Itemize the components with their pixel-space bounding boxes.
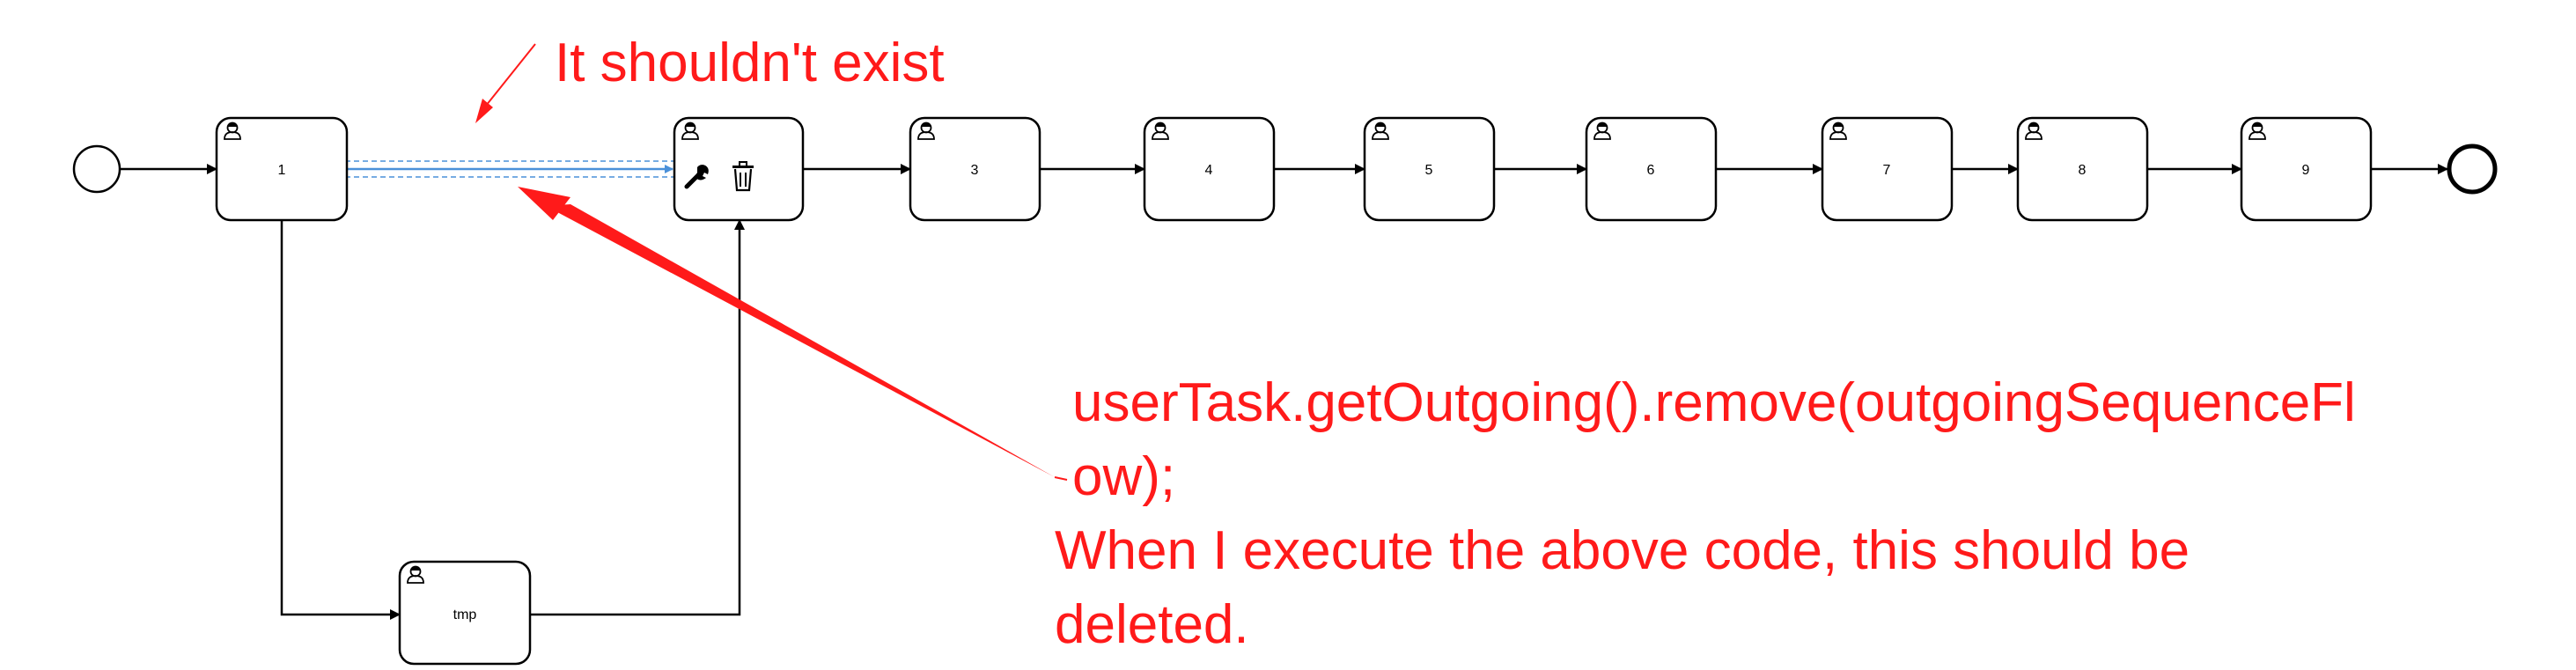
task-5[interactable]: 5 [1363,116,1496,222]
end-event[interactable] [2447,144,2498,195]
task-label: 1 [278,163,286,178]
annotation-note-line-1: When I execute the above code, this shou… [1055,520,2190,581]
task-label: 3 [971,163,979,178]
task-label: tmp [453,607,477,622]
annotation-code-arrow [518,187,1068,481]
annotation-note-line-2: deleted. [1055,594,1249,655]
task-2[interactable] [673,116,805,222]
sequence-flows [120,164,2448,620]
start-event[interactable] [72,144,121,194]
task-9[interactable]: 9 [2240,116,2373,222]
flow-1-tmp[interactable] [280,220,401,620]
task-label: 5 [1425,163,1433,178]
task-4[interactable]: 4 [1143,116,1276,222]
task-8[interactable]: 8 [2016,116,2149,222]
annotation-top-arrow [475,43,536,123]
task-label: 8 [2079,163,2087,178]
task-1[interactable]: 1 [215,116,349,222]
trash-icon[interactable] [732,161,754,192]
task-3[interactable]: 3 [909,116,1041,222]
task-7[interactable]: 7 [1821,116,1954,222]
annotation-code-line-2: ow); [1072,446,1175,507]
task-label: 4 [1205,163,1213,178]
task-tmp[interactable]: tmp [398,560,532,666]
annotation-code-line-1: userTask.getOutgoing().remove(outgoingSe… [1072,372,2356,433]
task-label: 7 [1883,163,1891,178]
annotation-top-note: It shouldn't exist [555,33,945,93]
flow-tmp-2[interactable] [530,219,745,616]
task-6[interactable]: 6 [1585,116,1718,222]
task-label: 9 [2302,163,2310,178]
selected-flow-1-2[interactable] [344,160,675,178]
task-label: 6 [1647,163,1655,178]
wrench-icon[interactable] [684,165,709,189]
